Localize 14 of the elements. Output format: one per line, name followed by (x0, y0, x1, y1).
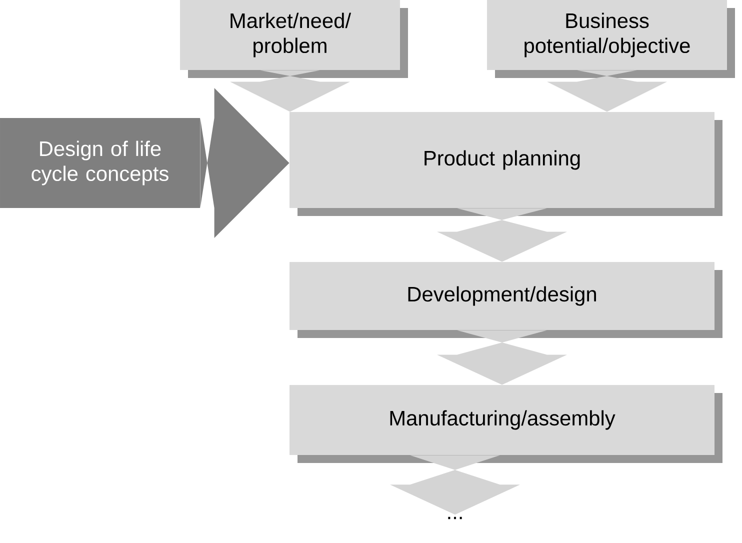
node-label: Design of life cycle concepts (32, 140, 168, 186)
block-arrow (200, 88, 290, 238)
process-box: Development/design (290, 262, 722, 338)
arrow-body: Design of life cycle concepts (0, 118, 200, 208)
input-box: Market/need/ problem (180, 0, 408, 78)
block-arrow (390, 455, 520, 515)
process-box: Manufacturing/assembly (290, 385, 722, 463)
block-arrow (547, 70, 667, 112)
input-box: Business potential/objective (487, 0, 735, 78)
block-arrow (437, 208, 567, 262)
ellipsis-text: ... (448, 516, 462, 520)
block-arrow (230, 70, 350, 112)
process-box: Product planning (290, 112, 722, 216)
block-arrow (437, 330, 567, 385)
